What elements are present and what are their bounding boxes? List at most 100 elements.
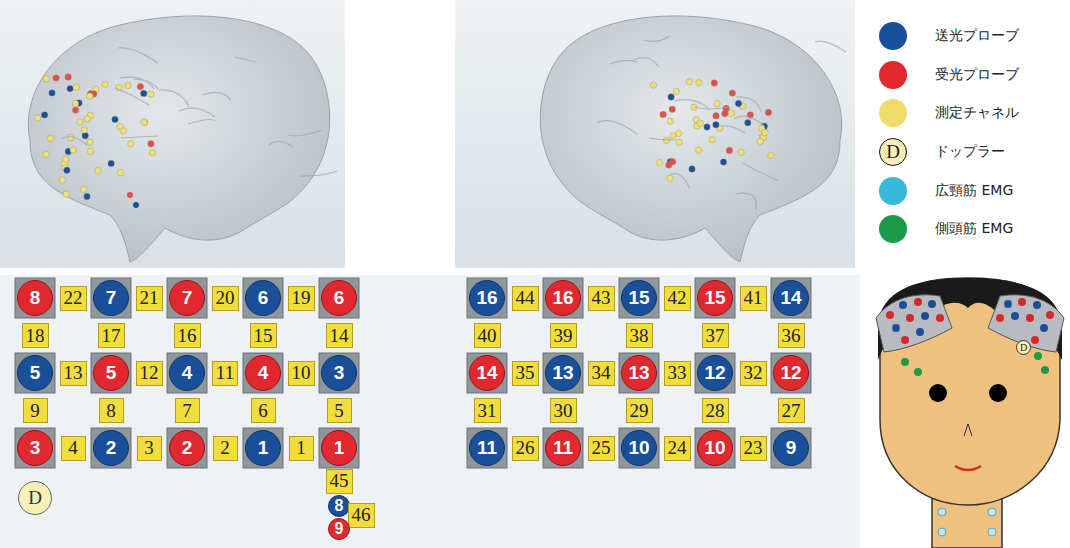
probe-number: 15: [704, 287, 725, 309]
channel-square: 6: [251, 398, 276, 423]
probe-dot: [43, 76, 49, 82]
probe-dot: [73, 84, 79, 90]
probe-number: 14: [330, 325, 349, 347]
channel-square: 21: [136, 286, 163, 311]
sulcus: [120, 77, 154, 89]
emitter-probe: 5: [17, 355, 53, 391]
detector-probe: 3: [17, 430, 53, 466]
channel-square: 41: [740, 286, 767, 311]
sulcus: [815, 41, 846, 52]
probe-number: 9: [335, 520, 344, 538]
probe-dot: [47, 135, 53, 141]
sulcus: [649, 138, 676, 140]
probe-number: 33: [668, 362, 687, 384]
detector-probe: 11: [545, 430, 581, 466]
probe-number: 12: [140, 362, 159, 384]
probe-number: 15: [628, 287, 649, 309]
legend-text: 受光プローブ: [935, 66, 1019, 84]
probe-dot: [726, 147, 732, 153]
channel-square: 13: [60, 361, 87, 386]
probe-dot: [696, 80, 702, 86]
legend-swatch: [879, 61, 907, 89]
probe-dot: [709, 137, 715, 143]
probe-dot: [720, 159, 726, 165]
probe-number: 8: [335, 497, 344, 515]
emitter-probe: 7: [93, 280, 129, 316]
probe-number: 2: [220, 437, 230, 459]
probe-dot: [148, 141, 154, 147]
channel-square: 19: [288, 286, 315, 311]
probe-mount: [619, 278, 659, 318]
probe-mount: [543, 428, 583, 468]
face-panel: [868, 278, 1070, 548]
probe-number: 46: [352, 504, 371, 526]
probe-number: 38: [630, 325, 649, 347]
probe-number: 23: [744, 437, 763, 459]
sulcus: [202, 92, 231, 100]
probe-number: 16: [552, 287, 573, 309]
sulcus: [736, 193, 756, 210]
probe-dot: [667, 175, 673, 181]
probe-dot: [34, 115, 40, 121]
legend-swatch: [879, 177, 907, 205]
emitter-probe: 12: [697, 355, 733, 391]
probe-mount: [771, 353, 811, 393]
detector-probe: 5: [93, 355, 129, 391]
probe-number: 34: [592, 362, 611, 384]
probe-number: 10: [292, 362, 311, 384]
image-panel: [455, 0, 855, 268]
probe-dot: [141, 119, 147, 125]
channel-square: 22: [60, 286, 87, 311]
probe-dot: [686, 79, 692, 85]
emitter-probe: 10: [621, 430, 657, 466]
probe-mount: [319, 278, 359, 318]
probe-dot: [87, 148, 93, 154]
sulcus: [643, 36, 669, 41]
sulcus: [674, 100, 710, 110]
probe-number: 2: [182, 437, 193, 459]
probe-dot: [667, 118, 673, 124]
probe-number: 8: [106, 400, 116, 422]
probe-dot: [738, 149, 744, 155]
probe-mount: [243, 428, 283, 468]
probe-number: 1: [258, 437, 269, 459]
probe-dot: [43, 151, 49, 157]
platysma-emg: [938, 508, 996, 536]
channel-square: 44: [512, 286, 539, 311]
probe-mount: [15, 428, 55, 468]
probe-dot: [713, 122, 719, 128]
probe-number: 1: [334, 437, 345, 459]
channel-square: 17: [98, 323, 125, 348]
probe-number: 12: [704, 362, 725, 384]
probe-dot: [689, 166, 695, 172]
probe-number: 32: [744, 362, 763, 384]
probe-number: 9: [786, 437, 797, 459]
channel-square: 31: [474, 398, 501, 423]
probe-dot: [53, 75, 59, 81]
probe-number: 20: [216, 287, 235, 309]
probe-dot: [729, 90, 735, 96]
probe-dot: [72, 100, 78, 106]
sulcus: [61, 137, 87, 145]
probe-mount: [167, 278, 207, 318]
sulcus: [694, 107, 728, 109]
image-panel: [0, 0, 345, 268]
probe-dot: [67, 85, 73, 91]
emitter-probe: 16: [469, 280, 505, 316]
probe-dot: [133, 202, 139, 208]
probe-dot: [49, 90, 55, 96]
probe-dot: [84, 116, 90, 122]
sulcus: [597, 121, 637, 134]
probe-number: 40: [478, 325, 497, 347]
probe-mount: [771, 428, 811, 468]
probe-mount: [467, 428, 507, 468]
channel-square: 32: [740, 361, 767, 386]
probe-dot: [137, 83, 143, 89]
probe-number: 31: [478, 400, 497, 422]
probe-dot: [120, 128, 126, 134]
channel-square: 40: [474, 323, 501, 348]
detector-probe: 7: [169, 280, 205, 316]
channel-square: 7: [175, 398, 200, 423]
channel-square: 11: [212, 361, 238, 386]
probe-number: 6: [258, 400, 268, 422]
